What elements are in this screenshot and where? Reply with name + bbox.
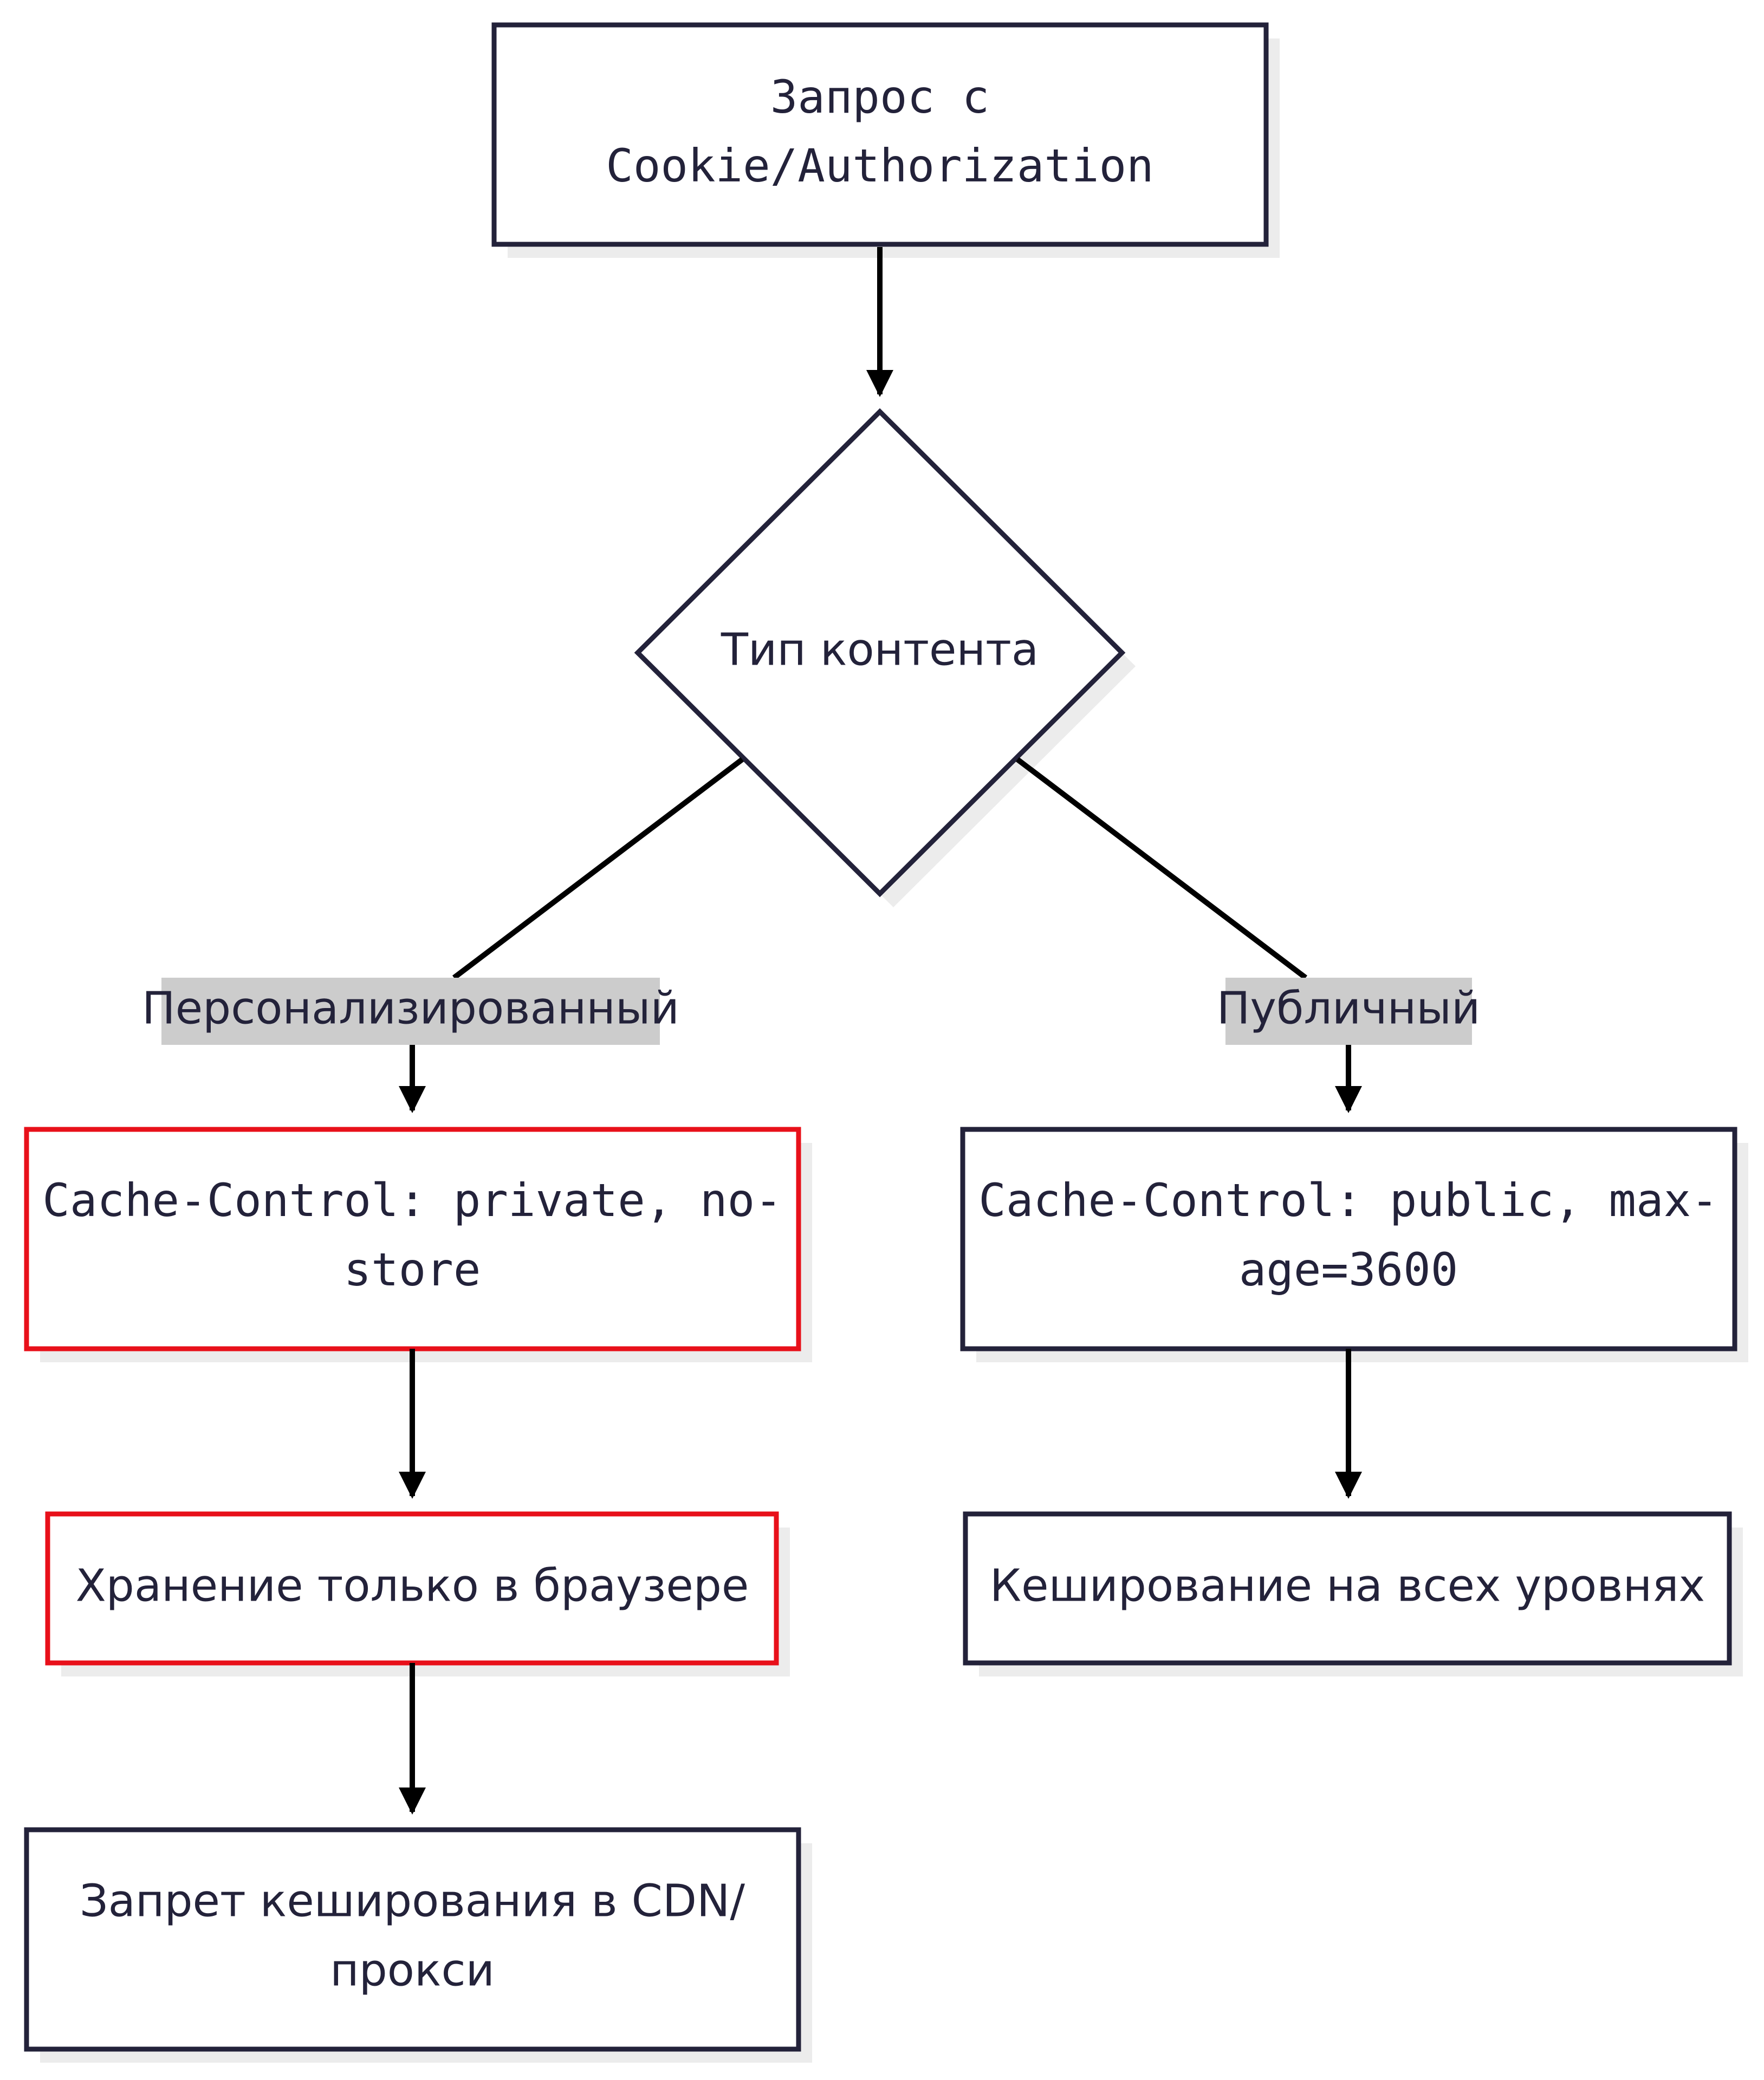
node-request: Запрос с Cookie/Authorization bbox=[491, 22, 1280, 258]
node-decision: Тип контента bbox=[634, 408, 1136, 907]
node-request-line1: Запрос с bbox=[770, 70, 990, 123]
edge-label-public-text: Публичный bbox=[1217, 983, 1481, 1034]
node-public-header: Cache-Control: public, max- age=3600 bbox=[960, 1127, 1748, 1362]
node-private-header-line2: store bbox=[344, 1243, 481, 1296]
node-public-header-line1: Cache-Control: public, max- bbox=[978, 1174, 1718, 1227]
edge-decision-left bbox=[452, 757, 744, 980]
node-private-header-line1: Cache-Control: private, no- bbox=[42, 1174, 782, 1227]
node-cdn-ban-line2: прокси bbox=[330, 1945, 495, 1996]
edge-label-public: Публичный bbox=[1217, 978, 1481, 1045]
node-cdn-ban-line1: Запрет кеширования в CDN/ bbox=[80, 1875, 745, 1927]
edge-decision-right bbox=[1015, 757, 1308, 980]
node-public-header-line2: age=3600 bbox=[1239, 1243, 1458, 1296]
node-all-levels-label: Кеширование на всех уровнях bbox=[990, 1560, 1705, 1611]
node-decision-label: Тип контента bbox=[721, 624, 1039, 675]
node-private-header: Cache-Control: private, no- store bbox=[24, 1127, 812, 1362]
node-request-line2: Cookie/Authorization bbox=[606, 139, 1153, 192]
node-cdn-ban: Запрет кеширования в CDN/ прокси bbox=[24, 1827, 812, 2063]
node-all-levels: Кеширование на всех уровнях bbox=[963, 1511, 1743, 1676]
edge-label-personalized: Персонализированный bbox=[142, 978, 679, 1045]
node-browser-only-label: Хранение только в браузере bbox=[76, 1560, 749, 1611]
node-browser-only: Хранение только в браузере bbox=[45, 1511, 790, 1676]
edge-label-personalized-text: Персонализированный bbox=[142, 983, 679, 1034]
